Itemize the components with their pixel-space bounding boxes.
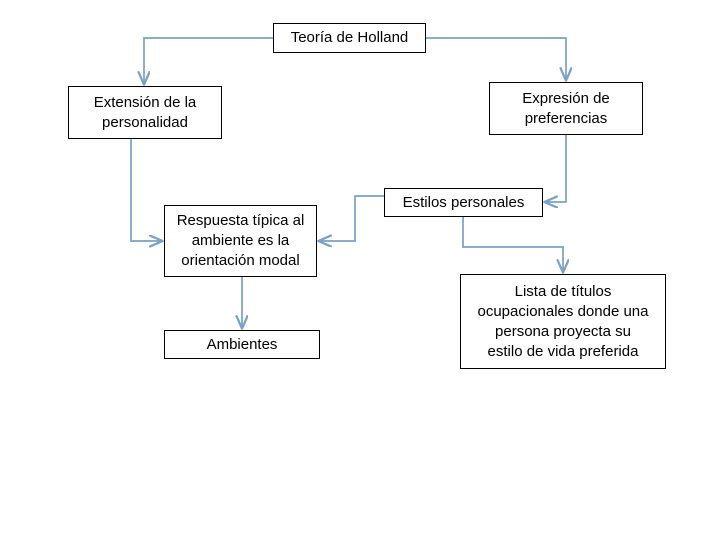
node-label: Respuesta típica al ambiente es la orien… <box>176 212 305 269</box>
connector-extension-to-respuesta <box>130 139 162 241</box>
node-expresion-de-preferencias[interactable]: Expresión de preferencias <box>489 82 643 135</box>
node-label: Expresión de preferencias <box>522 89 610 127</box>
connector-estilos-to-respuesta <box>319 195 384 241</box>
node-label: Lista de títulos ocupacionales donde una… <box>477 282 649 360</box>
node-label: Ambientes <box>206 335 278 353</box>
node-extension-de-la-personalidad[interactable]: Extensión de la personalidad <box>68 86 222 139</box>
node-label: Estilos personales <box>402 193 525 211</box>
node-lista-de-titulos-ocupacionales[interactable]: Lista de títulos ocupacionales donde una… <box>460 274 666 369</box>
node-respuesta-tipica[interactable]: Respuesta típica al ambiente es la orien… <box>164 205 317 277</box>
node-label: Teoría de Holland <box>290 29 409 46</box>
connector-estilos-to-lista <box>462 217 563 272</box>
node-estilos-personales[interactable]: Estilos personales <box>384 188 543 217</box>
connector-expresion-to-estilos <box>545 135 567 202</box>
node-label: Extensión de la personalidad <box>93 93 197 131</box>
node-teoria-de-holland[interactable]: Teoría de Holland <box>273 23 426 53</box>
node-ambientes[interactable]: Ambientes <box>164 330 320 359</box>
connector-teoria-to-expresion <box>426 37 566 80</box>
connector-teoria-to-extension <box>144 37 273 84</box>
